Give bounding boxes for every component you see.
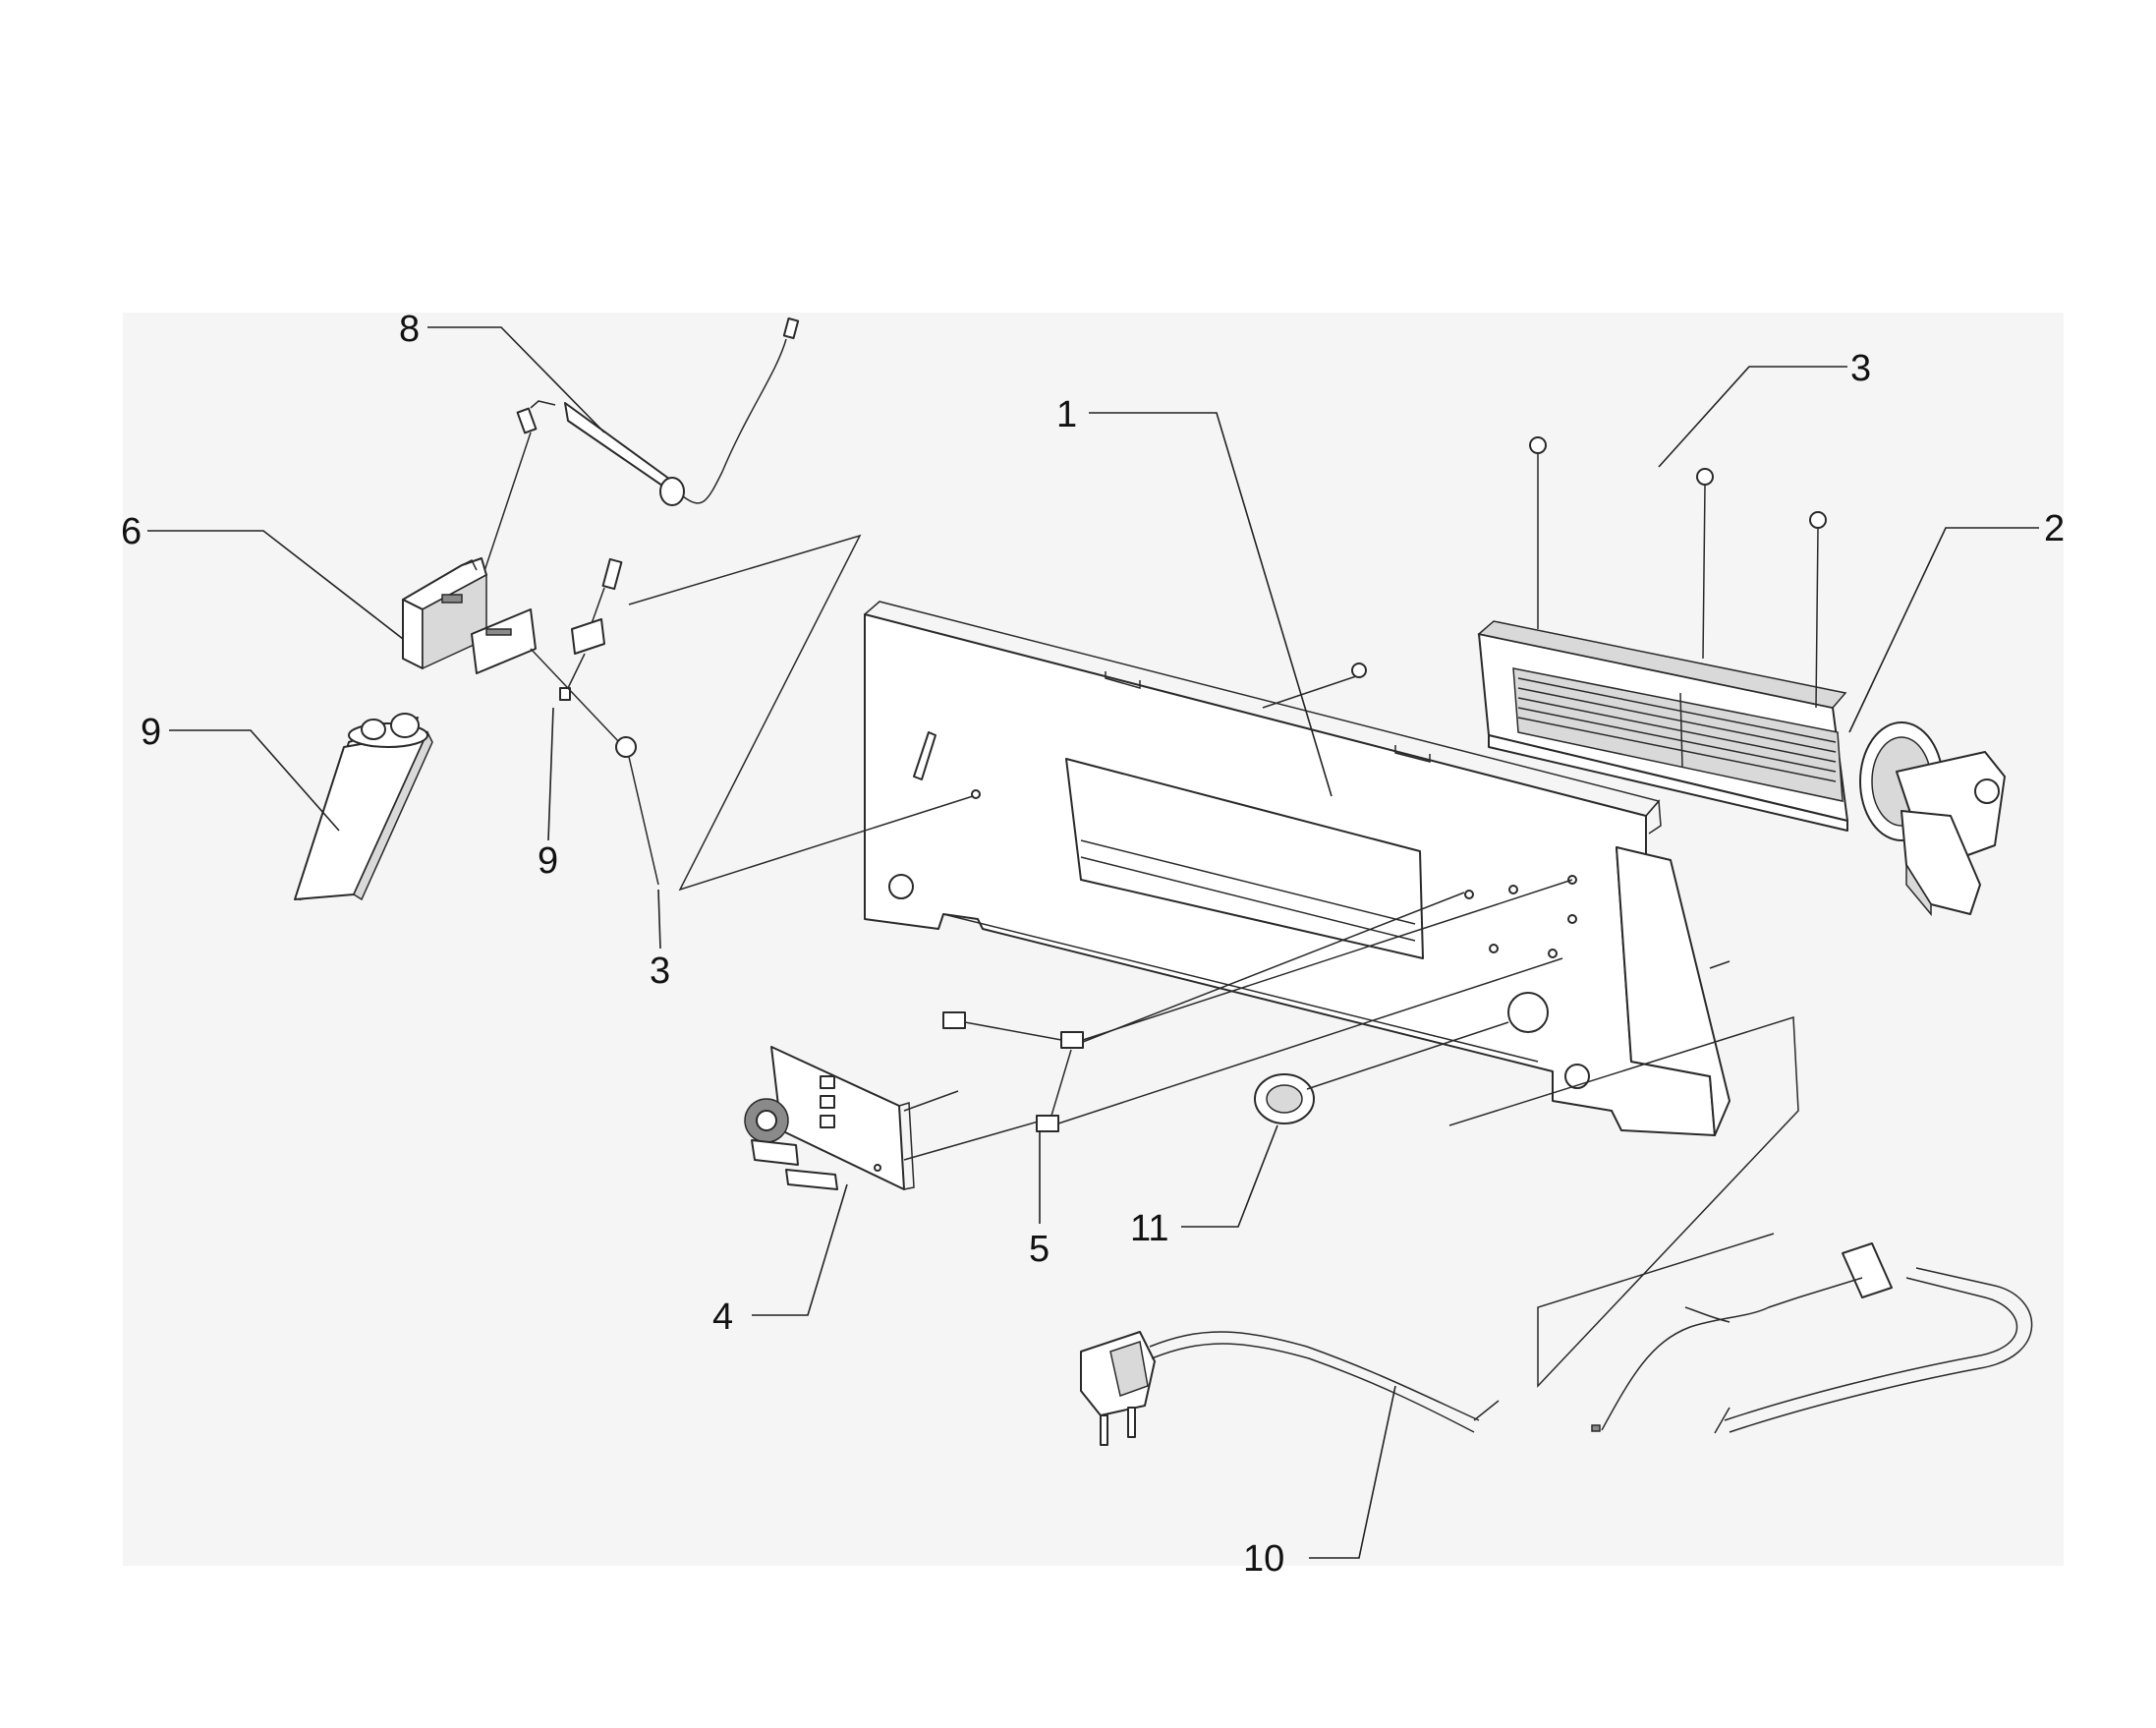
callout-8: 8	[399, 309, 420, 350]
callout-10: 10	[1243, 1538, 1284, 1580]
switch-icon	[942, 879, 1573, 1132]
callout-3-top: 3	[1850, 348, 1871, 389]
back-panel-icon	[864, 601, 1730, 1136]
callout-11: 11	[1130, 1208, 1168, 1249]
screw-icon	[530, 648, 659, 886]
power-cord-plug-icon	[1080, 1242, 2033, 1446]
callout-2: 2	[2044, 508, 2065, 549]
pcb-board-icon	[744, 1046, 1043, 1190]
callout-labels: 1 2 3 3 4 5 6 8 9 9 10 11	[121, 309, 2065, 1580]
callout-5: 5	[1029, 1229, 1050, 1270]
diode-icon	[471, 317, 800, 610]
callout-9-left: 9	[141, 712, 161, 753]
callout-9-mid: 9	[538, 840, 558, 882]
construction-lines	[628, 534, 1799, 1388]
callout-4: 4	[712, 1296, 733, 1338]
fuse-icon	[559, 557, 623, 701]
capacitor-icon	[294, 713, 433, 901]
bracket-icon	[402, 557, 537, 674]
screw-icon	[1529, 436, 1827, 709]
callout-leaders	[147, 326, 2039, 1559]
callout-1: 1	[1056, 394, 1077, 435]
grommet-icon	[1254, 1021, 1509, 1124]
callout-6: 6	[121, 511, 142, 552]
screw-icon	[1262, 662, 1367, 709]
fan-assembly-icon	[1477, 436, 2006, 917]
callout-3-left: 3	[650, 950, 670, 992]
